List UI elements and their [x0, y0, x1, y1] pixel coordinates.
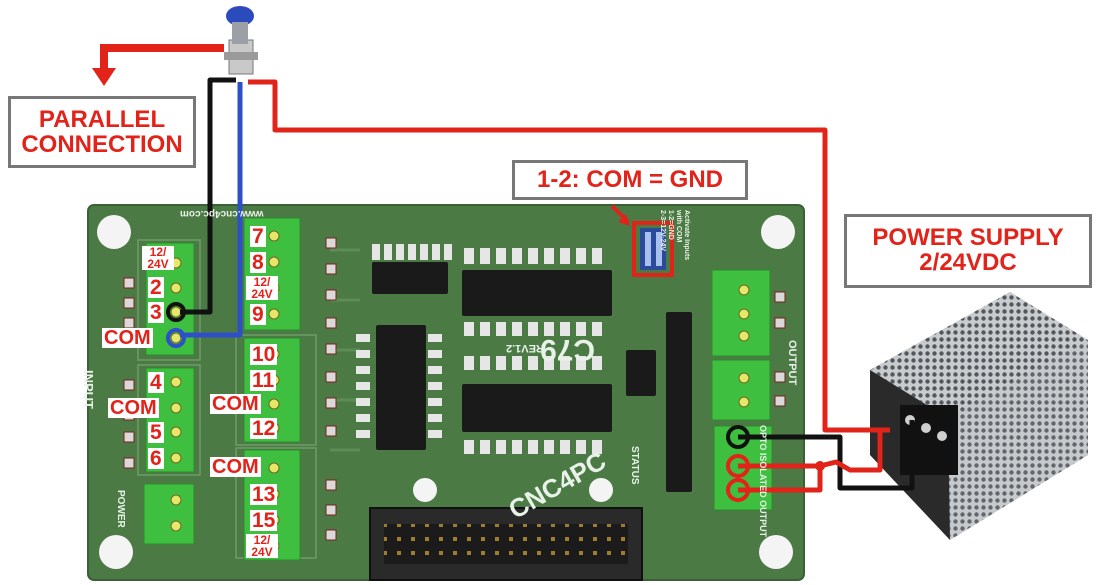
pin-label-12-24v: 12/24V [246, 276, 278, 300]
jumper-note: Activate Inputs with COM 1-2=GND 2-3=12V… [659, 210, 690, 261]
pin-label-12-24v: 12/24V [142, 246, 174, 270]
pin-label-com: COM [102, 327, 153, 349]
pin-label-3: 3 [148, 301, 164, 324]
power-label: POWER [115, 490, 126, 528]
led-column-middle [325, 237, 337, 541]
mounting-hole [97, 215, 131, 249]
power-supply-callout: POWER SUPPLY 2/24VDC [844, 214, 1092, 288]
db25-header [369, 507, 643, 581]
output-label: OUTPUT [786, 340, 798, 386]
wire-red-sensor [248, 79, 890, 433]
jumper-arrow [610, 204, 630, 226]
input-label: INPUT [81, 370, 96, 409]
power-supply-unit [870, 292, 1088, 540]
parallel-connection-callout: PARALLEL CONNECTION [8, 96, 196, 168]
pin-label-8: 8 [250, 251, 266, 274]
website-label: www.cnc4pc.com [180, 208, 264, 219]
pin-label-com: COM [210, 456, 261, 478]
mounting-hole [413, 478, 437, 502]
callout-line: POWER SUPPLY [872, 224, 1064, 251]
pin-label-com: COM [210, 393, 261, 415]
wire-red-output-1 [738, 430, 883, 473]
wire-red-output-2 [738, 466, 823, 493]
mounting-hole [99, 535, 133, 569]
opto-label: OPTO ISOLATED OUTPUT [758, 425, 768, 538]
pin-label-2: 2 [148, 276, 164, 299]
board-revision: REV1.2 [506, 342, 544, 354]
board-name: C79 [540, 333, 596, 366]
pin-label-6: 6 [148, 447, 164, 470]
wire-blue-sensor [180, 82, 243, 338]
callout-line: PARALLEL [38, 106, 166, 133]
pin-label-5: 5 [148, 421, 164, 444]
pin-label-12: 12 [250, 417, 278, 440]
com-jumper [632, 221, 674, 277]
pin-label-10: 10 [250, 343, 278, 366]
mounting-hole [761, 215, 795, 249]
com-gnd-callout: 1-2: COM = GND [512, 160, 748, 200]
parallel-arrow [92, 44, 224, 86]
pin-label-com: COM [108, 397, 159, 419]
terminal-rings [166, 302, 750, 502]
mounting-hole [759, 535, 793, 569]
led-column-right [774, 291, 786, 407]
mounting-hole [589, 478, 613, 502]
pin-label-15: 15 [250, 509, 278, 532]
pin-label-11: 11 [250, 369, 277, 392]
callout-line: 2/24VDC [919, 249, 1017, 277]
pin-label-9: 9 [250, 303, 266, 326]
pin-label-12-24v: 12/24V [246, 534, 278, 558]
status-label: STATUS [629, 446, 640, 485]
callout-line: CONNECTION [21, 131, 183, 159]
ic-chips [372, 262, 692, 492]
pin-label-4: 4 [148, 371, 164, 394]
pin-label-7: 7 [250, 225, 266, 248]
wires [180, 77, 915, 493]
wire-black-sensor [180, 77, 236, 315]
proximity-sensor [224, 6, 258, 75]
pin-label-13: 13 [250, 483, 278, 506]
wire-black-ground [738, 420, 915, 491]
resistor-network [356, 244, 602, 454]
